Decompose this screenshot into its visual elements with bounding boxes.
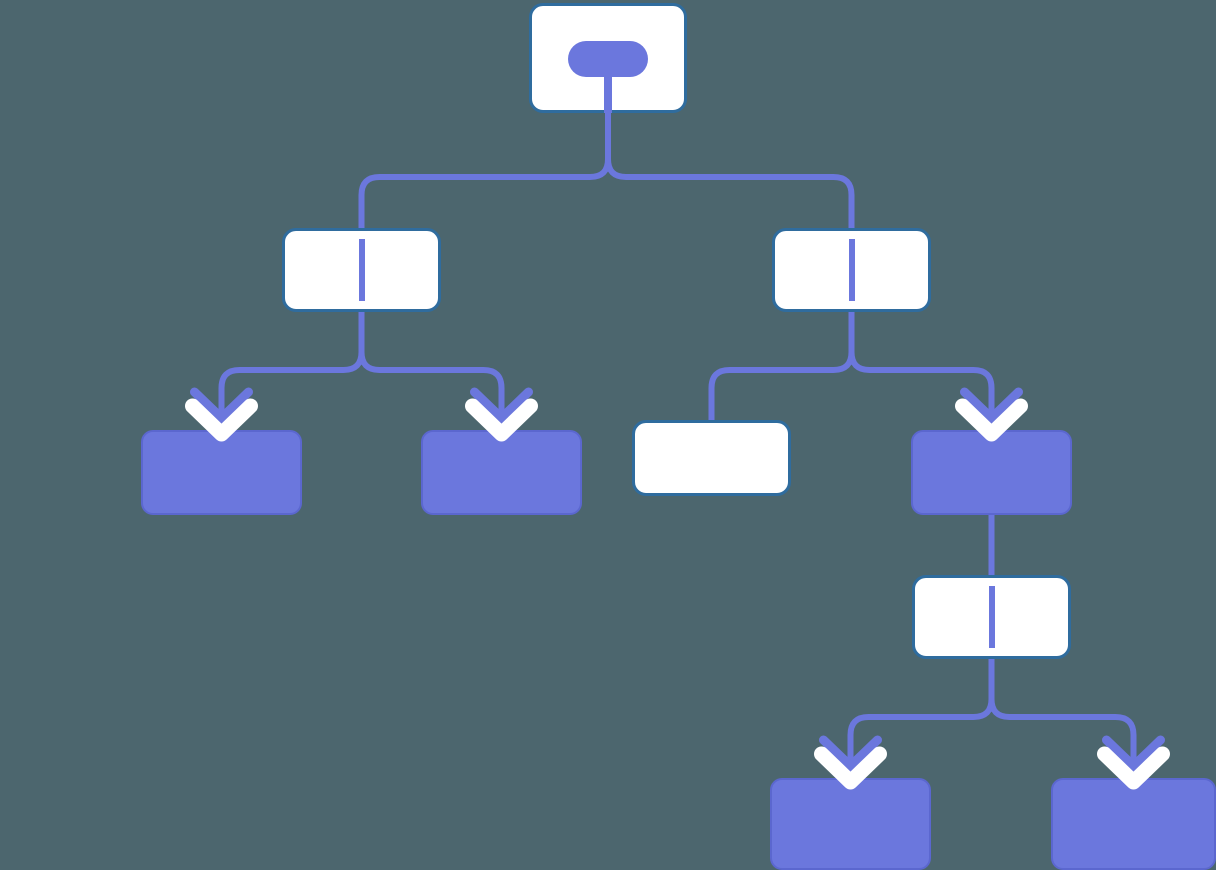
edge-e-l3-l4b	[988, 659, 1137, 780]
node-l3[interactable]	[912, 575, 1071, 659]
node-l2-b[interactable]	[421, 430, 582, 515]
node-l1-right[interactable]	[772, 228, 931, 312]
edge-e-l1left-l2b	[358, 312, 505, 432]
node-l2-c[interactable]	[632, 420, 791, 496]
edge-e-l1left-l2a	[218, 312, 365, 432]
edge-e-l1right-l2c	[708, 312, 855, 420]
node-inner-line	[988, 586, 995, 648]
node-inner-line	[848, 239, 855, 301]
node-l2-d[interactable]	[911, 430, 1072, 515]
edge-e-l1right-l2d	[848, 312, 995, 432]
node-l4-a[interactable]	[770, 778, 931, 870]
root-stem-shape	[604, 77, 612, 113]
edge-e-l3-l4a	[847, 659, 995, 780]
edge-e-root-l1right	[605, 113, 855, 228]
node-l4-b[interactable]	[1051, 778, 1216, 870]
node-l1-left[interactable]	[282, 228, 441, 312]
node-inner-line	[358, 239, 365, 301]
root-pill-shape	[568, 41, 648, 77]
node-l2-a[interactable]	[141, 430, 302, 515]
edge-e-root-l1left	[358, 113, 611, 228]
